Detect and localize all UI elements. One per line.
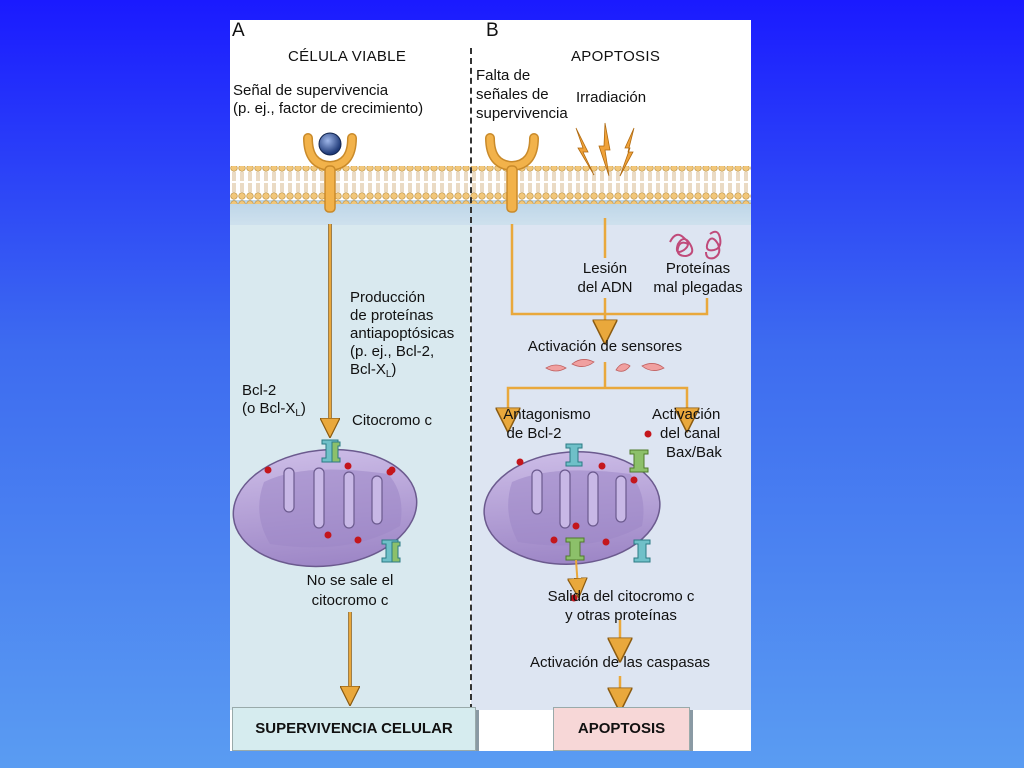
receptor-a (303, 133, 357, 213)
misfolded-proteins (669, 230, 722, 260)
dna-damage-line1: Lesión (582, 260, 628, 277)
production-line4: (p. ej., Bcl-2, (350, 343, 435, 360)
channel-activation-line3: Bax/Bak (666, 444, 722, 461)
misfolded-line1: Proteínas (665, 260, 731, 277)
panel-b-letter: B (486, 20, 499, 41)
bcl2-channel-b1 (565, 443, 583, 467)
cytochrome-release-arrow (576, 559, 578, 588)
bax-bak-channel-b1 (629, 449, 649, 473)
bcl2-channel-b2 (633, 539, 651, 563)
lack-signals-line2: señales de (476, 86, 549, 103)
antagonism-line2: de Bcl-2 (506, 425, 562, 442)
cytochrome-c-dots-b (516, 430, 652, 602)
production-line5: Bcl-XL) (350, 361, 397, 380)
caspase-activation-label: Activación de las caspasas (529, 654, 711, 671)
no-exit-line1: No se sale el (306, 572, 394, 589)
mitochondrion-b (483, 451, 661, 565)
arrows-to-sensors (508, 218, 709, 700)
cell-membrane (230, 166, 751, 204)
bcl2-channel-a1 (321, 439, 341, 463)
bax-bak-channel-b2 (565, 537, 585, 561)
mitochondrion-a (232, 448, 418, 568)
panel-divider (470, 48, 472, 710)
panel-a-title: CÉLULA VIABLE (288, 48, 407, 65)
apoptosis-figure: A CÉLULA VIABLE Señal de supervivencia (… (230, 20, 751, 751)
channel-activation-line1: Activación (652, 406, 721, 423)
dna-damage-line2: del ADN (577, 279, 633, 296)
cytochrome-c-label: Citocromo c (352, 412, 433, 429)
sensor-proteins (545, 359, 665, 372)
sensor-activation-label: Activación de sensores (527, 338, 683, 355)
receptor-b (485, 133, 539, 213)
production-line3: antiapoptósicas (350, 325, 455, 342)
cytochrome-c-dots-a (264, 462, 396, 544)
misfolded-line2: mal plegadas (653, 279, 743, 296)
antagonism-line1: Antagonismo (503, 406, 591, 423)
survival-signal-line1: Señal de supervivencia (233, 82, 389, 99)
release-line2: y otras proteínas (565, 607, 677, 624)
lack-signals-line1: Falta de (476, 67, 531, 84)
irradiation-label: Irradiación (576, 89, 647, 106)
lack-signals-line3: supervivencia (476, 105, 568, 122)
bcl2-label-line2: (o Bcl-XL) (242, 400, 306, 419)
growth-factor-ligand (318, 132, 342, 156)
apoptosis-box: APOPTOSIS (553, 707, 690, 751)
panel-a-letter: A (232, 20, 245, 41)
bcl2-label-line1: Bcl-2 (242, 382, 277, 399)
channel-activation-line2: del canal (660, 425, 721, 442)
production-line1: Producción (350, 289, 426, 306)
release-line1: Salida del citocromo c (547, 588, 695, 605)
bcl2-channel-a2 (381, 539, 401, 563)
irradiation-bolts (575, 122, 635, 177)
production-line2: de proteínas (350, 307, 434, 324)
diagram-graphics (230, 122, 751, 751)
survival-signal-line2: (p. ej., factor de crecimiento) (233, 100, 424, 117)
panel-b-title: APOPTOSIS (571, 48, 661, 65)
no-exit-line2: citocromo c (311, 592, 389, 609)
cell-survival-box: SUPERVIVENCIA CELULAR (232, 707, 476, 751)
